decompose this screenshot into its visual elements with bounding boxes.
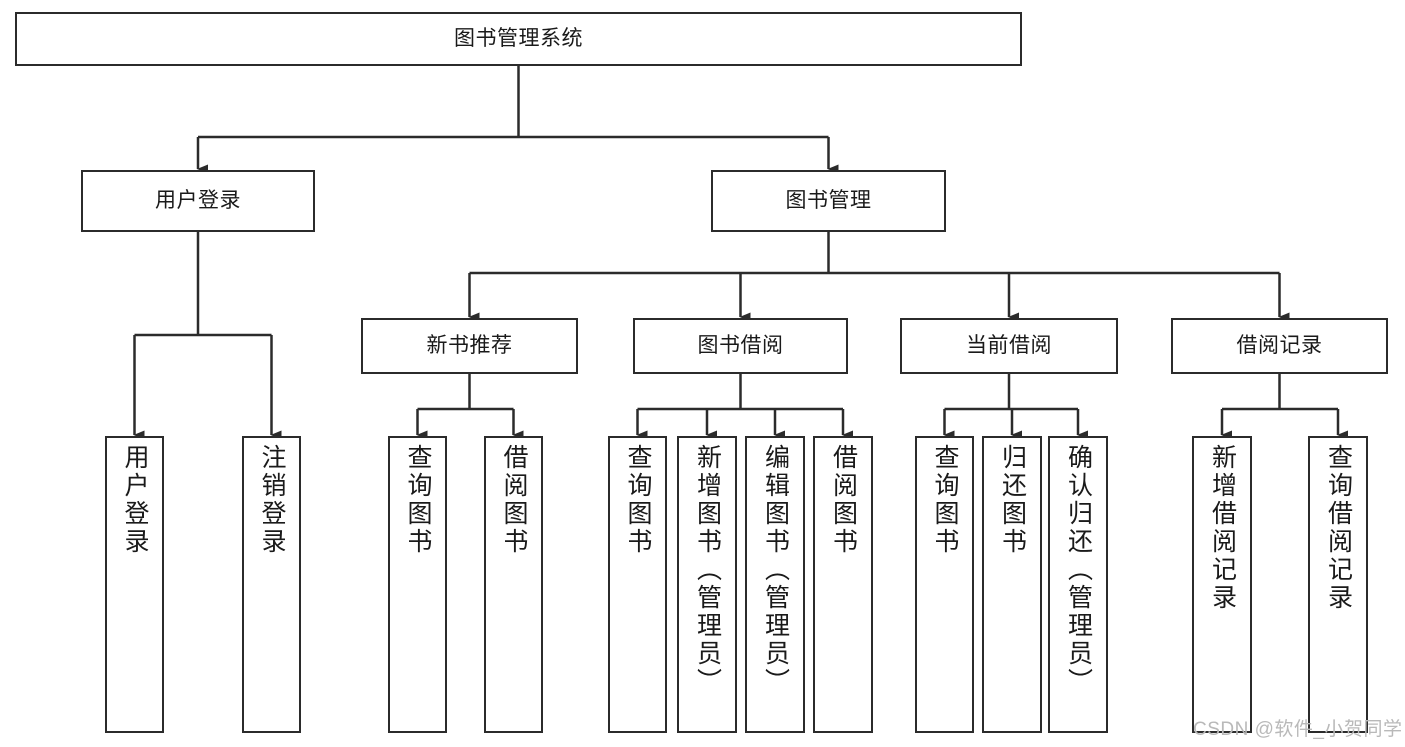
node-label: 新增借阅记录: [1208, 444, 1237, 612]
node-label: 图书管理系统: [454, 26, 583, 50]
node-label: 新增图书（管理员）: [693, 444, 722, 696]
node-l1[interactable]: 用户登录: [105, 436, 164, 733]
node-current[interactable]: 当前借阅: [900, 318, 1118, 374]
node-label: 查询图书: [404, 444, 432, 556]
node-l6[interactable]: 新增图书（管理员）: [677, 436, 737, 733]
node-l10[interactable]: 归还图书: [982, 436, 1042, 733]
node-label: 用户登录: [155, 188, 241, 212]
node-records[interactable]: 借阅记录: [1171, 318, 1388, 374]
node-l4[interactable]: 借阅图书: [484, 436, 543, 733]
csdn-watermark: CSDN @软件_小贺同学: [1193, 719, 1403, 740]
node-label: 确认归还（管理员）: [1064, 444, 1093, 696]
node-newbook[interactable]: 新书推荐: [361, 318, 578, 374]
node-label: 查询图书: [931, 444, 959, 556]
node-l2[interactable]: 注销登录: [242, 436, 301, 733]
node-label: 编辑图书（管理员）: [761, 444, 790, 696]
node-label: 图书管理: [785, 188, 872, 212]
node-l13[interactable]: 查询借阅记录: [1308, 436, 1368, 733]
node-label: 注销登录: [258, 444, 286, 556]
node-label: 借阅图书: [500, 444, 528, 556]
node-l8[interactable]: 借阅图书: [813, 436, 873, 733]
node-label: 图书借阅: [697, 333, 784, 357]
node-label: 借阅图书: [829, 444, 858, 556]
node-login[interactable]: 用户登录: [81, 170, 315, 232]
node-label: 查询图书: [624, 444, 652, 556]
node-l3[interactable]: 查询图书: [388, 436, 447, 733]
node-label: 查询借阅记录: [1324, 444, 1353, 612]
node-l7[interactable]: 编辑图书（管理员）: [745, 436, 805, 733]
node-borrow[interactable]: 图书借阅: [633, 318, 848, 374]
node-l9[interactable]: 查询图书: [915, 436, 974, 733]
node-label: 当前借阅: [966, 333, 1052, 357]
node-bookmgmt[interactable]: 图书管理: [711, 170, 946, 232]
node-root[interactable]: 图书管理系统: [15, 12, 1022, 66]
node-label: 新书推荐: [426, 333, 513, 357]
node-label: 借阅记录: [1236, 333, 1323, 357]
node-l12[interactable]: 新增借阅记录: [1192, 436, 1252, 733]
node-l11[interactable]: 确认归还（管理员）: [1048, 436, 1108, 733]
node-l5[interactable]: 查询图书: [608, 436, 667, 733]
node-label: 用户登录: [121, 444, 149, 556]
node-label: 归还图书: [998, 444, 1027, 556]
